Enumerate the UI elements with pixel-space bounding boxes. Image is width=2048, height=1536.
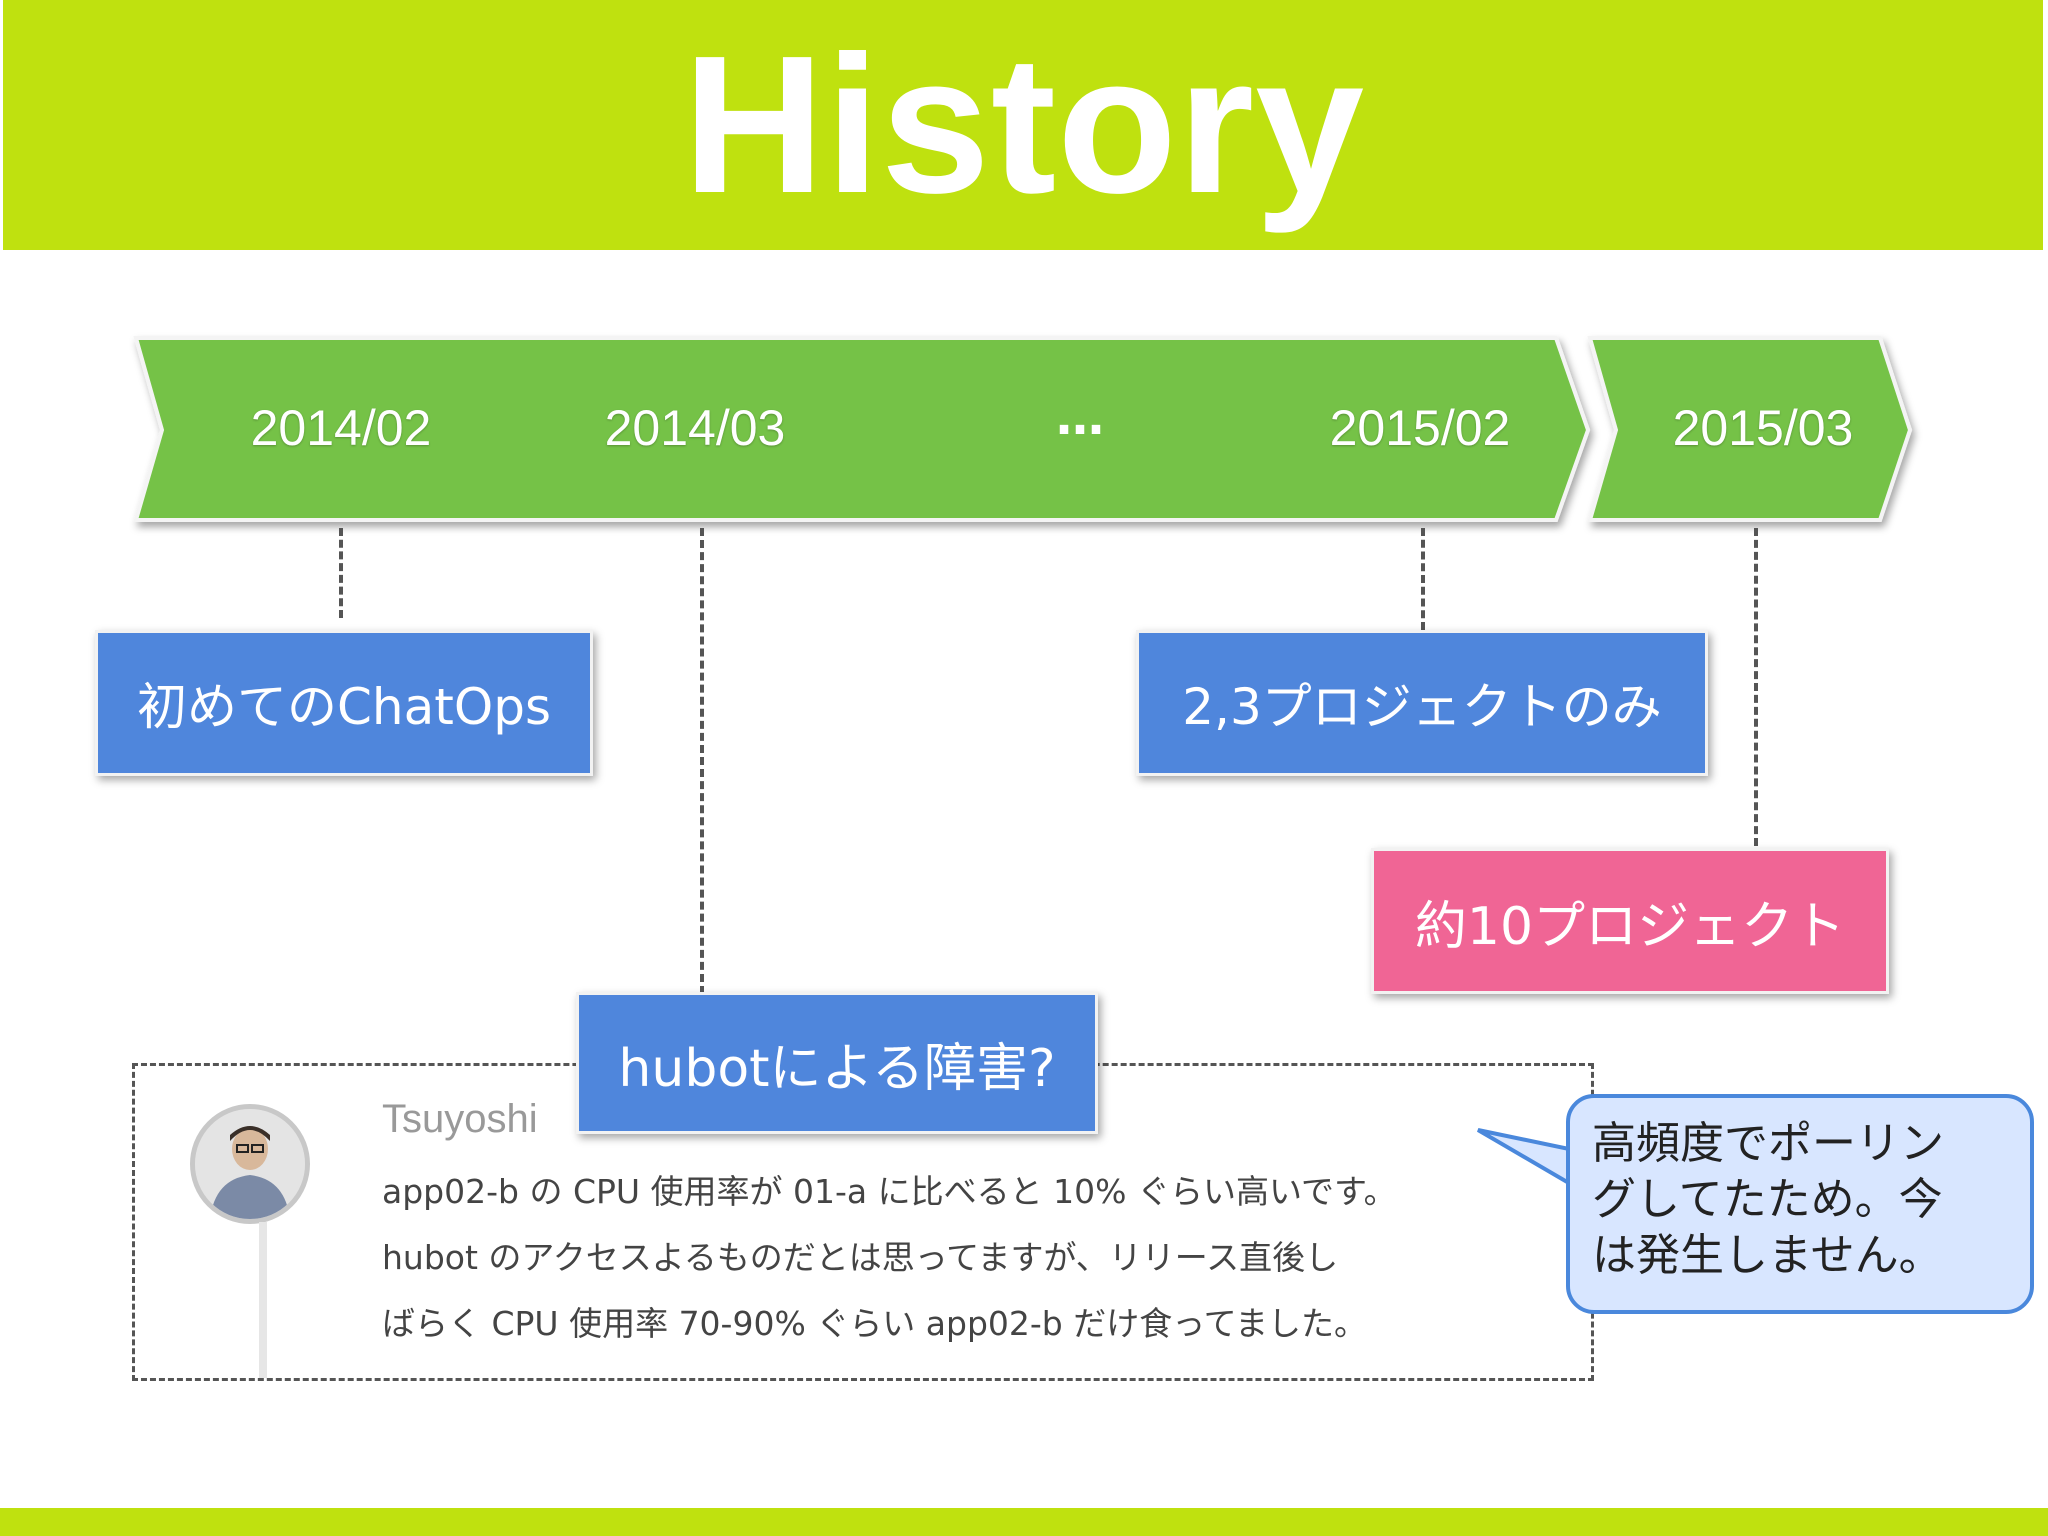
timeline-date-2014-02: 2014/02 xyxy=(250,400,432,456)
avatar-thread-line xyxy=(259,1222,267,1378)
tweet-line-3: ばらく CPU 使用率 70-90% ぐらい app02-b だけ食ってました。 xyxy=(382,1304,1367,1343)
timeline-date-2014-03: 2014/03 xyxy=(604,400,786,456)
tweet-line-1: app02-b の CPU 使用率が 01-a に比べると 10% ぐらい高いで… xyxy=(382,1172,1397,1211)
person-icon xyxy=(195,1109,305,1219)
timeline-main-arrow xyxy=(133,336,1591,522)
connector-2015-02 xyxy=(1421,528,1425,630)
avatar xyxy=(190,1104,310,1224)
slide-title: History xyxy=(682,15,1366,234)
callout-line-1: 高頻度でポーリン xyxy=(1592,1118,1944,1169)
event-ten-projects: 約10プロジェクト xyxy=(1371,848,1889,994)
connector-2014-03 xyxy=(700,528,704,994)
timeline-date-2015-02: 2015/02 xyxy=(1329,400,1511,456)
title-band xyxy=(3,0,2043,250)
tweet-line-2: hubot のアクセスよるものだとは思ってますが、リリース直後し xyxy=(382,1238,1339,1277)
callout-line-3: は発生しません。 xyxy=(1592,1230,1943,1281)
event-hubot-issue: hubotによる障害? xyxy=(576,992,1098,1134)
event-few-projects: 2,3プロジェクトのみ xyxy=(1136,630,1708,776)
connector-2015-03 xyxy=(1754,528,1758,846)
connector-2014-02 xyxy=(339,528,343,618)
callout-pointer xyxy=(1476,1128,1576,1190)
tweet-author: Tsuyoshi xyxy=(382,1097,538,1141)
event-first-chatops: 初めてのChatOps xyxy=(95,630,593,776)
timeline-ellipsis: … xyxy=(1056,390,1104,446)
callout-line-2: グしてたため。今 xyxy=(1592,1174,1943,1225)
timeline-date-2015-03: 2015/03 xyxy=(1672,400,1854,456)
timeline-end-arrow xyxy=(1587,336,1913,522)
footer-band xyxy=(0,1508,2048,1536)
callout-note: 高頻度でポーリン グしてたため。今 は発生しません。 xyxy=(1566,1094,2034,1314)
